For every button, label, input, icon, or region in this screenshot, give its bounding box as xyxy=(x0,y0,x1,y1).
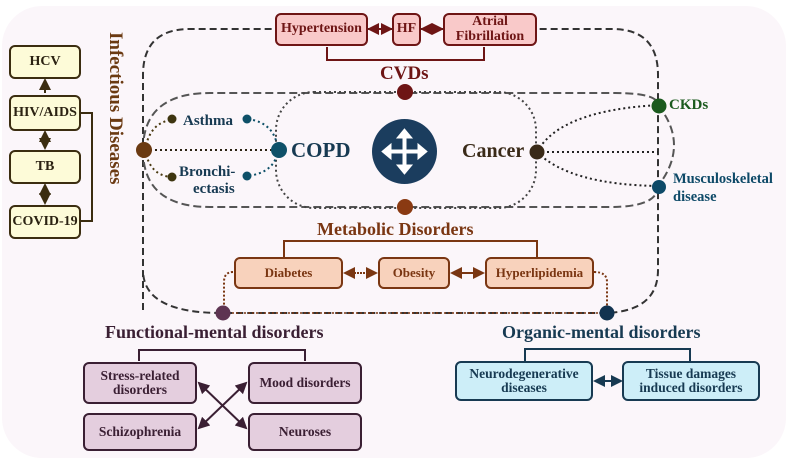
tb-box: TB xyxy=(9,150,81,184)
stress-related-label-line2: disorders xyxy=(113,382,167,397)
tissue-damages-box: Tissue damages induced disorders xyxy=(622,361,760,401)
hiv-aids-label: HIV/AIDS xyxy=(13,104,77,120)
ckds-label: CKDs xyxy=(669,97,709,113)
covid-19-label: COVID-19 xyxy=(12,213,78,229)
neuroses-label: Neuroses xyxy=(278,423,332,439)
neurodegenerative-box: Neurodegenerative diseases xyxy=(455,361,593,401)
cvds-title: CVDs xyxy=(380,63,429,84)
mood-disorders-box: Mood disorders xyxy=(248,362,362,404)
diabetes-box: Diabetes xyxy=(234,257,343,289)
hf-label: HF xyxy=(396,21,417,37)
musculoskeletal-label-line1: Musculoskeletal xyxy=(673,171,773,187)
hf-box: HF xyxy=(392,13,421,46)
asthma-label: Asthma xyxy=(183,113,234,129)
outer-dashed-frame xyxy=(142,28,659,314)
tissue-damages-label-line2: induced disorders xyxy=(639,380,743,395)
neurodegenerative-label-line1: Neurodegenerative xyxy=(469,365,579,381)
covid-19-box: COVID-19 xyxy=(9,205,81,239)
asthma-node xyxy=(167,114,177,124)
inner-dashed-frame xyxy=(142,92,659,151)
infectious-node xyxy=(136,142,152,158)
copd-label: COPD xyxy=(291,138,351,162)
hyperlipidemia-label: Hyperlipidemia xyxy=(495,265,584,281)
tb-label: TB xyxy=(35,158,55,174)
musculoskeletal-label-line2: disease xyxy=(673,189,717,205)
metabolic-node xyxy=(397,199,413,215)
schizophrenia-box: Schizophrenia xyxy=(83,413,197,451)
infectious-diseases-title: Infectious Diseases xyxy=(105,32,126,185)
hypertension-label: Hypertension xyxy=(281,21,362,37)
functional-node xyxy=(215,305,231,321)
atrial-fibrillation-label: Atrial Fibrillation xyxy=(455,13,525,44)
organic-node xyxy=(599,305,615,321)
bronchi-copd-node xyxy=(242,171,252,181)
ckd-node xyxy=(651,98,667,114)
hyperlipidemia-box: Hyperlipidemia xyxy=(485,257,594,289)
cvd-node xyxy=(397,84,413,100)
infectious-diseases-title-wrap: Infectious Diseases xyxy=(104,32,144,232)
copd-node xyxy=(271,142,287,158)
diabetes-label: Diabetes xyxy=(264,265,313,281)
tissue-damages-label-line1: Tissue damages xyxy=(645,365,737,381)
move-arrows-icon xyxy=(372,119,437,184)
metabolic-disorders-title: Metabolic Disorders xyxy=(317,219,474,239)
bronchiectasis-node xyxy=(167,172,177,182)
hcv-box: HCV xyxy=(9,45,81,79)
bronchiectasis-label-line1: Bronchi- xyxy=(179,164,236,180)
neuroses-box: Neuroses xyxy=(248,413,362,451)
stress-related-box: Stress-related disorders xyxy=(83,362,197,404)
organic-mental-title: Organic-mental disorders xyxy=(502,322,701,342)
bronchiectasis-label-line2: ectasis xyxy=(193,181,235,197)
musculoskeletal-node xyxy=(652,180,666,194)
mood-disorders-label: Mood disorders xyxy=(259,374,351,390)
hiv-aids-box: HIV/AIDS xyxy=(9,95,81,131)
asthma-copd-node xyxy=(242,114,252,124)
cancer-label: Cancer xyxy=(462,140,525,162)
hcv-label: HCV xyxy=(29,53,61,69)
functional-mental-title: Functional-mental disorders xyxy=(105,322,324,342)
stress-related-label-line1: Stress-related xyxy=(100,367,180,383)
hypertension-box: Hypertension xyxy=(275,13,368,46)
neurodegenerative-label-line2: diseases xyxy=(501,380,547,395)
schizophrenia-label: Schizophrenia xyxy=(98,423,182,439)
obesity-label: Obesity xyxy=(392,265,436,281)
atrial-fibrillation-box: Atrial Fibrillation xyxy=(443,13,537,46)
move-arrows-glyph xyxy=(381,128,428,175)
cancer-node xyxy=(529,144,545,160)
obesity-box: Obesity xyxy=(378,257,450,289)
